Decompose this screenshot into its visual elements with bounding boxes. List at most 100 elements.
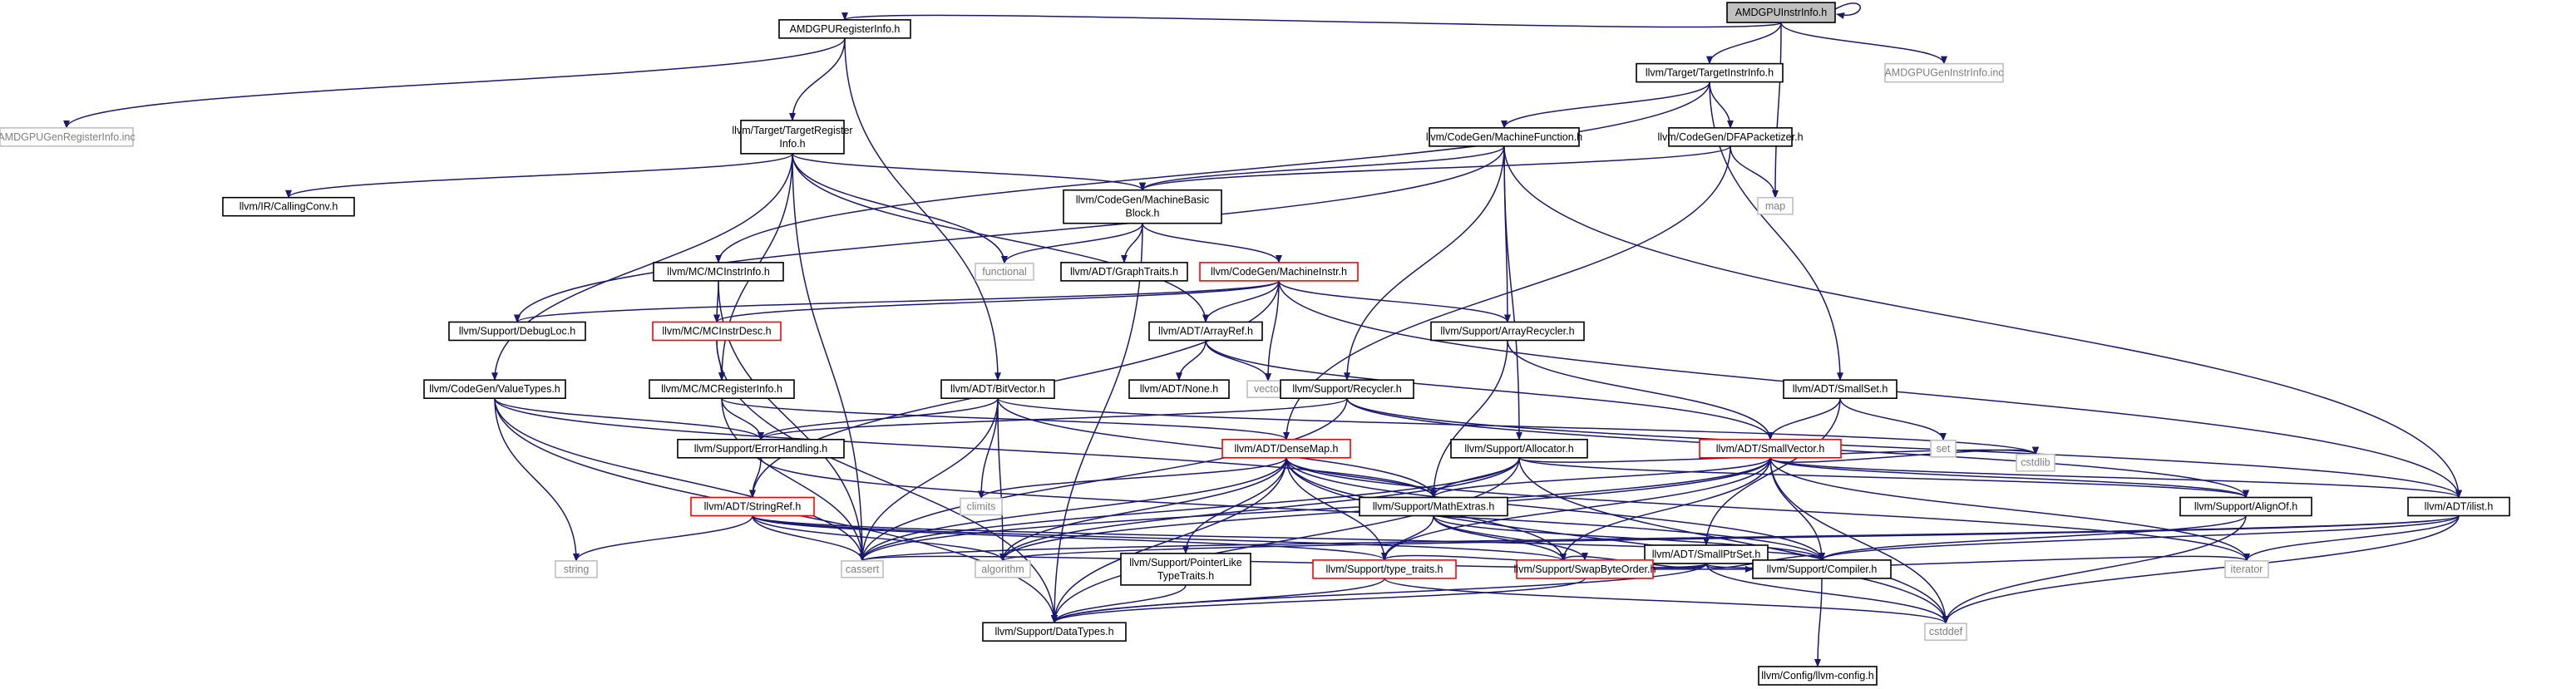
node-label: llvm/Support/Recycler.h (1292, 383, 1401, 395)
node-label: llvm/CodeGen/MachineBasic (1076, 194, 1210, 206)
node-root[interactable]: AMDGPUInstrInfo.h (1726, 2, 1836, 23)
node-label: Info.h (779, 138, 805, 150)
node-minstr[interactable]: llvm/CodeGen/MachineInstr.h (1199, 262, 1359, 282)
node-climits: climits (960, 497, 1003, 516)
node-box (982, 622, 1127, 642)
node-box (423, 379, 566, 399)
node-box (1758, 666, 1878, 686)
node-mcinstrdesc[interactable]: llvm/MC/MCInstrDesc.h (652, 321, 782, 342)
node-label: llvm/Support/ErrorHandling.h (694, 443, 828, 455)
edge-smallset-to-smallptrset (1703, 398, 1841, 546)
node-compiler[interactable]: llvm/Support/Compiler.h (1752, 559, 1892, 579)
node-box (1668, 127, 1793, 147)
node-tinstr[interactable]: llvm/Target/TargetInstrInfo.h (1636, 62, 1784, 83)
edge-minstr-to-arrayrecycler (1278, 280, 1511, 323)
node-cstdlib: cstdlib (2016, 453, 2055, 472)
node-label: llvm/ADT/SmallPtrSet.h (1652, 549, 1761, 560)
node-box (1128, 379, 1230, 399)
edge-root-to-tinstr (1706, 22, 1782, 65)
edge-treg-to-callconv (285, 153, 793, 199)
edge-densemap-to-cassert (859, 457, 1287, 562)
edge-smallvector-to-compiler (1769, 457, 1825, 561)
edge-smallptrset-to-cstddef (1705, 563, 1949, 625)
node-label: llvm/Support/Compiler.h (1767, 564, 1878, 575)
node-box (1726, 2, 1836, 23)
node-box (1359, 496, 1508, 517)
node-box (1120, 553, 1251, 586)
node-debugloc[interactable]: llvm/Support/DebugLoc.h (448, 321, 586, 342)
node-box (1429, 127, 1580, 147)
node-box (1280, 379, 1414, 399)
node-alignof[interactable]: llvm/Support/AlignOf.h (2179, 496, 2312, 517)
node-mfunc[interactable]: llvm/CodeGen/MachineFunction.h (1426, 127, 1582, 147)
node-label: llvm/CodeGen/DFAPacketizer.h (1657, 131, 1803, 143)
node-label: llvm/Target/TargetRegister (732, 125, 852, 136)
node-valuetypes[interactable]: llvm/CodeGen/ValueTypes.h (423, 379, 566, 399)
node-box (1450, 438, 1588, 459)
node-box (652, 321, 782, 342)
node-label: cstdlib (2021, 457, 2050, 469)
edge-smallptrset-to-iterator (1705, 553, 2250, 569)
node-densemap[interactable]: llvm/ADT/DenseMap.h (1221, 438, 1351, 459)
node-label: algorithm (981, 564, 1024, 575)
node-box (975, 263, 1034, 281)
node-stringref[interactable]: llvm/ADT/StringRef.h (690, 496, 815, 517)
node-dfa[interactable]: llvm/CodeGen/DFAPacketizer.h (1657, 127, 1804, 147)
node-box (1430, 321, 1585, 342)
edge-root-to-map (1772, 22, 1782, 199)
edge-reginfo-to-genreg (63, 37, 846, 129)
node-allocator[interactable]: llvm/Support/Allocator.h (1450, 438, 1588, 459)
node-label: llvm/Config/llvm-config.h (1761, 670, 1874, 682)
node-config[interactable]: llvm/Config/llvm-config.h (1758, 666, 1878, 686)
node-reginfo[interactable]: AMDGPURegisterInfo.h (778, 19, 911, 39)
node-box (1148, 321, 1263, 342)
node-smallptrset[interactable]: llvm/ADT/SmallPtrSet.h (1644, 544, 1769, 564)
edge-densemap-to-algorithm (999, 457, 1287, 562)
node-label: cassert (846, 564, 880, 575)
edge-treg-to-cassert (792, 153, 866, 562)
node-box (649, 379, 795, 399)
node-label: llvm/Target/TargetInstrInfo.h (1646, 67, 1774, 79)
node-label: llvm/ADT/DenseMap.h (1234, 443, 1338, 455)
node-mcreginfo[interactable]: llvm/MC/MCRegisterInfo.h (649, 379, 795, 399)
node-set: set (1930, 439, 1957, 458)
node-label: llvm/Support/Allocator.h (1464, 443, 1573, 455)
edge-smallset-to-smallvector (1767, 398, 1841, 440)
node-mcinstrinfo[interactable]: llvm/MC/MCInstrInfo.h (653, 262, 784, 282)
node-recycler[interactable]: llvm/Support/Recycler.h (1280, 379, 1414, 399)
edge-ptrlike-to-datatypes (1051, 584, 1187, 624)
node-graphtraits[interactable]: llvm/ADT/GraphTraits.h (1060, 262, 1188, 282)
edge-bitvector-to-cstdlib (997, 397, 2039, 455)
node-algorithm: algorithm (975, 560, 1031, 578)
node-arrayref[interactable]: llvm/ADT/ArrayRef.h (1148, 321, 1263, 342)
node-datatypes[interactable]: llvm/Support/DataTypes.h (982, 622, 1127, 642)
node-smallset[interactable]: llvm/ADT/SmallSet.h (1783, 379, 1897, 399)
edge-allocator-to-datatypes (1051, 457, 1520, 624)
edge-treg-to-mbb (792, 153, 1146, 191)
node-arrayrecycler[interactable]: llvm/Support/ArrayRecycler.h (1430, 321, 1585, 342)
node-cassert: cassert (841, 560, 884, 578)
edge-tinstr-to-mcinstrinfo (715, 81, 1710, 263)
node-box (2407, 496, 2510, 517)
node-mathextras[interactable]: llvm/Support/MathExtras.h (1359, 496, 1508, 517)
node-none[interactable]: llvm/ADT/None.h (1128, 379, 1230, 399)
node-ilist[interactable]: llvm/ADT/ilist.h (2407, 496, 2510, 517)
node-string: string (555, 560, 598, 578)
node-label: llvm/Support/ArrayRecycler.h (1440, 325, 1574, 337)
node-callconv[interactable]: llvm/IR/CallingConv.h (222, 196, 355, 217)
edge-ilist-to-iterator (2243, 515, 2460, 562)
node-errhandling[interactable]: llvm/Support/ErrorHandling.h (677, 438, 845, 459)
node-smallvector[interactable]: llvm/ADT/SmallVector.h (1699, 438, 1842, 459)
edge-mathextras-to-cstring (1433, 515, 1567, 562)
edge-reginfo-to-treg (789, 37, 846, 121)
edge-reginfo-to-bitvector (844, 37, 1001, 381)
node-bitvector[interactable]: llvm/ADT/BitVector.h (940, 379, 1055, 399)
edge-smallvector-to-cstdlib (1769, 446, 2039, 463)
node-typetraits[interactable]: llvm/Support/type_traits.h (1312, 559, 1457, 579)
edge-bitvector-to-mathextras (997, 398, 1437, 499)
node-swapbyte[interactable]: llvm/Support/SwapByteOrder.h (1514, 559, 1656, 579)
